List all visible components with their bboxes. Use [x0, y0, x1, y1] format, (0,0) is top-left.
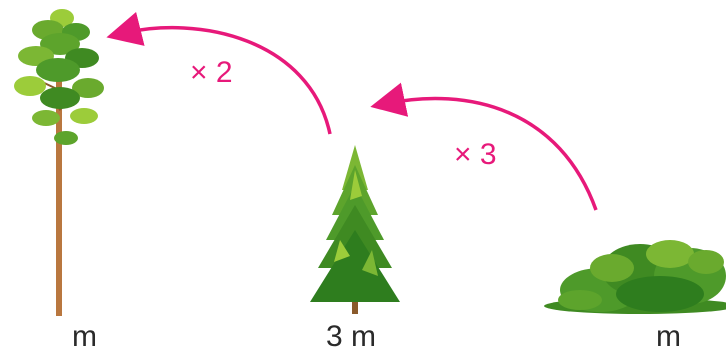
spruce-foliage	[310, 145, 400, 302]
pine-trunk	[56, 60, 62, 316]
pine-height-label: m	[72, 320, 97, 353]
multiplier-label-times-two: × 2	[190, 56, 233, 89]
bush-height-label: m	[656, 320, 681, 353]
tall-pine-tree	[14, 9, 104, 316]
bush	[544, 240, 726, 314]
multiplier-label-times-three: × 3	[454, 138, 497, 171]
spruce-trunk	[352, 298, 358, 314]
spruce-height-label: 3 m	[326, 320, 377, 353]
pine-foliage	[14, 9, 104, 145]
arrow-spruce-to-pine	[106, 11, 332, 135]
arrow-bush-to-spruce	[370, 82, 598, 211]
spruce-tree	[310, 145, 400, 314]
